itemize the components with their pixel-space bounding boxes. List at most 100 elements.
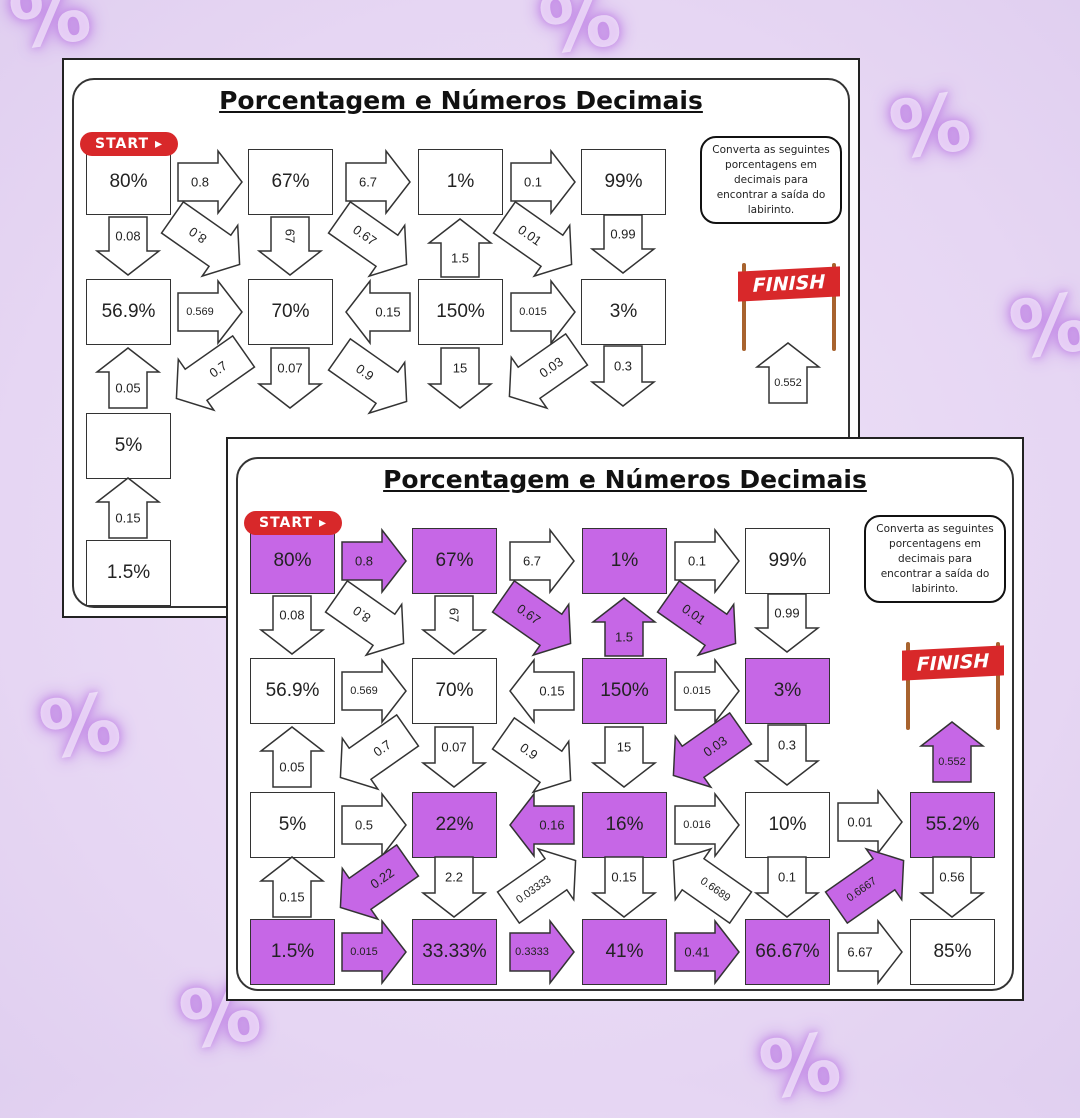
arrow-label: 0.8 bbox=[190, 174, 210, 190]
maze-decimal-arrow: 0.05 bbox=[258, 726, 326, 788]
percent-decoration-icon: % bbox=[753, 1014, 847, 1118]
maze-decimal-arrow: 2.2 bbox=[420, 856, 488, 918]
maze-decimal-arrow: 1.5 bbox=[590, 597, 658, 657]
arrow-shape-icon bbox=[918, 856, 986, 918]
maze-decimal-arrow: 6.67 bbox=[837, 918, 903, 986]
maze-decimal-arrow: 0.6667 bbox=[819, 835, 922, 933]
arrow-label: 1.5 bbox=[614, 629, 634, 645]
maze-percent-box: 16% bbox=[582, 792, 667, 858]
arrow-label: 67 bbox=[446, 607, 462, 623]
arrow-shape-icon bbox=[589, 214, 657, 274]
arrow-label: 0.15 bbox=[611, 869, 637, 885]
arrow-shape-icon bbox=[590, 856, 658, 918]
arrow-shape-icon bbox=[420, 726, 488, 788]
maze-decimal-arrow: 0.569 bbox=[177, 278, 243, 346]
maze-decimal-arrow: 0.22 bbox=[323, 835, 426, 933]
arrow-label: 0.5 bbox=[354, 817, 374, 833]
maze-percent-box: 67% bbox=[248, 149, 333, 215]
finish-label: FINISH bbox=[902, 645, 1004, 681]
maze-decimal-arrow: 0.8 bbox=[177, 148, 243, 216]
maze-percent-box: 99% bbox=[745, 528, 830, 594]
maze-decimal-arrow: 0.552 bbox=[918, 721, 986, 783]
maze-decimal-arrow: 0.7 bbox=[323, 705, 426, 803]
arrow-shape-icon bbox=[177, 148, 243, 216]
maze-decimal-arrow: 0.15 bbox=[94, 477, 162, 539]
arrow-label: 6.7 bbox=[358, 174, 378, 190]
arrow-shape-icon bbox=[509, 918, 575, 986]
maze-percent-box: 99% bbox=[581, 149, 666, 215]
maze-decimal-arrow: 15 bbox=[590, 726, 658, 788]
arrow-shape-icon bbox=[824, 847, 905, 925]
arrow-label: 0.99 bbox=[610, 226, 636, 242]
maze-decimal-arrow: 0.15 bbox=[509, 657, 575, 725]
arrow-label: 0.05 bbox=[115, 380, 141, 396]
maze-decimal-arrow: 0.3 bbox=[753, 724, 821, 786]
arrow-label: 0.16 bbox=[539, 817, 565, 833]
maze-percent-box: 1% bbox=[582, 528, 667, 594]
maze-decimal-arrow: 0.3333 bbox=[509, 918, 575, 986]
maze-decimal-arrow: 0.6689 bbox=[656, 835, 759, 933]
maze-decimal-arrow: 0.41 bbox=[674, 918, 740, 986]
arrow-label: 6.67 bbox=[847, 944, 873, 960]
arrow-label: 6.7 bbox=[522, 553, 542, 569]
arrow-label: 0.8 bbox=[354, 553, 374, 569]
finish-label: FINISH bbox=[738, 266, 840, 302]
arrow-shape-icon bbox=[496, 847, 577, 925]
arrow-shape-icon bbox=[672, 847, 753, 925]
maze-percent-box: 41% bbox=[582, 919, 667, 985]
arrow-shape-icon bbox=[341, 657, 407, 725]
arrow-label: 0.15 bbox=[375, 304, 401, 320]
arrow-shape-icon bbox=[672, 711, 753, 789]
arrow-shape-icon bbox=[258, 595, 326, 655]
arrow-shape-icon bbox=[491, 716, 572, 794]
maze-percent-box: 5% bbox=[86, 413, 171, 479]
arrow-shape-icon bbox=[656, 579, 737, 657]
arrow-label: 0.99 bbox=[774, 605, 800, 621]
maze-decimal-arrow: 0.15 bbox=[258, 856, 326, 918]
maze-percent-box: 80% bbox=[86, 149, 171, 215]
maze-decimal-arrow: 0.1 bbox=[674, 527, 740, 595]
maze-percent-box: 67% bbox=[412, 528, 497, 594]
maze-decimal-arrow: 0.67 bbox=[322, 192, 425, 290]
maze-decimal-arrow: 0.99 bbox=[589, 214, 657, 274]
maze-percent-box: 33.33% bbox=[412, 919, 497, 985]
instructions-box: Converta as seguintes porcentagens em de… bbox=[700, 136, 842, 224]
arrow-label: 0.3333 bbox=[515, 946, 549, 958]
arrow-shape-icon bbox=[345, 278, 411, 346]
maze-decimal-arrow: 0.1 bbox=[753, 856, 821, 918]
maze-percent-box: 1% bbox=[418, 149, 503, 215]
arrow-label: 0.15 bbox=[115, 510, 141, 526]
maze-decimal-arrow: 0.08 bbox=[258, 595, 326, 655]
maze-decimal-arrow: 0.1 bbox=[510, 148, 576, 216]
worksheet-title: Porcentagem e Números Decimais bbox=[383, 465, 867, 494]
arrow-shape-icon bbox=[754, 342, 822, 404]
arrow-label: 0.569 bbox=[350, 685, 378, 697]
maze-percent-box: 5% bbox=[250, 792, 335, 858]
arrow-shape-icon bbox=[753, 856, 821, 918]
arrow-shape-icon bbox=[177, 278, 243, 346]
maze-decimal-arrow: 0.56 bbox=[918, 856, 986, 918]
arrow-label: 0.3 bbox=[613, 358, 633, 374]
arrow-label: 0.016 bbox=[683, 819, 711, 831]
maze-decimal-arrow: 0.67 bbox=[486, 571, 589, 669]
arrow-shape-icon bbox=[491, 579, 572, 657]
maze-percent-box: 70% bbox=[248, 279, 333, 345]
arrow-shape-icon bbox=[258, 856, 326, 918]
arrow-shape-icon bbox=[345, 148, 411, 216]
arrow-shape-icon bbox=[341, 791, 407, 859]
arrow-label: 15 bbox=[452, 360, 468, 376]
arrow-label: 0.05 bbox=[279, 759, 305, 775]
arrow-label: 0.41 bbox=[684, 944, 710, 960]
arrow-shape-icon bbox=[256, 216, 324, 276]
arrow-shape-icon bbox=[426, 218, 494, 278]
arrow-label: 0.1 bbox=[523, 174, 543, 190]
finish-banner-icon: FINISH bbox=[902, 642, 1004, 732]
maze-decimal-arrow: 0.015 bbox=[510, 278, 576, 346]
start-badge: START ▸ bbox=[80, 132, 178, 156]
arrow-label: 0.3 bbox=[777, 737, 797, 753]
maze-percent-box: 1.5% bbox=[250, 919, 335, 985]
maze-decimal-arrow: 0.015 bbox=[341, 918, 407, 986]
maze-decimal-arrow: 67 bbox=[256, 216, 324, 276]
arrow-shape-icon bbox=[509, 527, 575, 595]
